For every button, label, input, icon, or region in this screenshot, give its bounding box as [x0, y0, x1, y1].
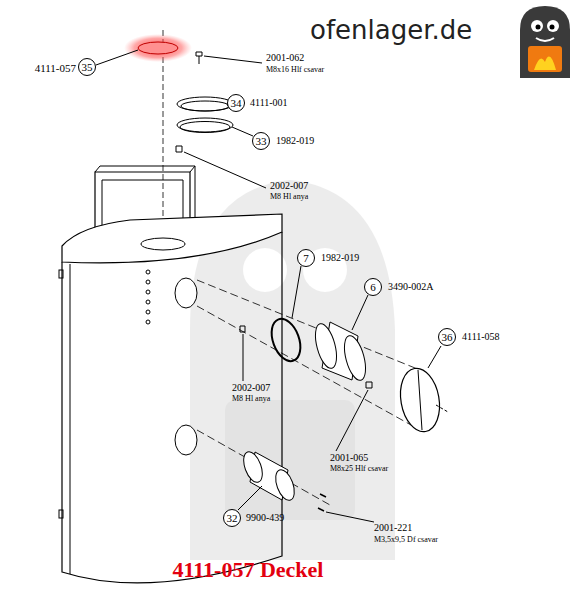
callout-circle: 34	[227, 94, 245, 112]
logo-text: ofenlager.de	[310, 17, 472, 43]
callout-number: 32	[227, 513, 238, 524]
part-description-text: M8x25 Hlf csavar	[330, 464, 388, 473]
part-number-text: 4111-001	[250, 97, 288, 108]
part-number: 3490-002A	[388, 282, 434, 292]
part-number: 4111-058	[462, 332, 500, 342]
part-description: M3,5x9,5 Df csavar	[374, 536, 438, 544]
part-number-text: 1982-019	[276, 135, 314, 146]
callout-circle: 36	[438, 328, 456, 346]
part-number: 4111-001	[250, 98, 288, 108]
title: 4111-057 Deckel	[173, 559, 324, 581]
part-description: M8x25 Hlf csavar	[330, 465, 388, 473]
part-number-text: 9900-439	[246, 512, 284, 523]
part-number: 4111-057	[35, 63, 76, 74]
callout-circle: 35	[78, 58, 96, 76]
part-number-text: 4111-057	[35, 62, 76, 74]
callout-number: 33	[256, 136, 267, 147]
logo-text-text: ofenlager.de	[310, 15, 472, 45]
part-number-text: 2002-007	[232, 382, 270, 393]
part-number: 2002-007	[270, 181, 308, 191]
part-description-text: M8 Hl anya	[232, 394, 270, 403]
callout-circle: 6	[364, 278, 382, 296]
part-number: 2001-065	[330, 453, 368, 463]
logo-stove	[520, 6, 570, 78]
part-number: 9900-439	[246, 513, 284, 523]
callout-number: 7	[303, 253, 309, 264]
part-number-text: 2001-065	[330, 452, 368, 463]
callout-number: 6	[370, 282, 376, 293]
part-number: 1982-019	[276, 136, 314, 146]
callout-number: 34	[231, 98, 242, 109]
title-text: 4111-057 Deckel	[173, 557, 324, 582]
part-number-text: 1982-019	[321, 252, 359, 263]
callout-number: 36	[442, 332, 453, 343]
callout-number: 35	[82, 62, 93, 73]
callout-circle: 32	[223, 509, 241, 527]
part-description: M8 Hl anya	[232, 395, 270, 403]
callout-circle: 33	[252, 132, 270, 150]
part-description-text: M3,5x9,5 Df csavar	[374, 535, 438, 544]
part-number-text: 3490-002A	[388, 281, 434, 292]
part-number: 2001-062	[266, 53, 304, 63]
callout-circle: 7	[297, 249, 315, 267]
part-description-text: M8 Hl anya	[270, 192, 308, 201]
part-description: M8 Hl anya	[270, 193, 308, 201]
part-number: 2002-007	[232, 383, 270, 393]
part-description: M8x16 Hlf csavar	[266, 66, 324, 74]
part-number-text: 4111-058	[462, 331, 500, 342]
part-number: 2001-221	[374, 523, 412, 533]
part-number-text: 2001-062	[266, 52, 304, 63]
part-number-text: 2001-221	[374, 522, 412, 533]
part-number-text: 2002-007	[270, 180, 308, 191]
part-description-text: M8x16 Hlf csavar	[266, 65, 324, 74]
part-number: 1982-019	[321, 253, 359, 263]
